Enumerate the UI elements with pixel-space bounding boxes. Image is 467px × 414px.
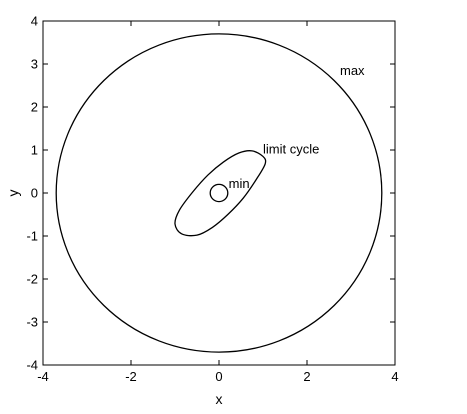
annotation-limit-cycle: limit cycle — [263, 141, 319, 156]
annotations-layer: max limit cycle min — [229, 63, 365, 191]
x-tick-label: 2 — [303, 369, 310, 384]
curves-layer — [55, 33, 383, 353]
ticks-layer: -4 -2 0 2 4 -4 -3 -2 -1 0 1 2 3 4 — [26, 14, 398, 385]
y-tick-label: 2 — [31, 100, 38, 115]
y-tick-label: 4 — [31, 14, 38, 29]
x-tick-label: -2 — [125, 369, 137, 384]
y-tick-label: -4 — [26, 358, 38, 373]
annotation-max: max — [340, 63, 365, 78]
curve-min — [209, 183, 229, 203]
x-axis-label: x — [216, 391, 223, 407]
y-axis-label: y — [5, 190, 21, 197]
curve-limit-cycle — [174, 150, 267, 237]
y-tick-label: 3 — [31, 57, 38, 72]
y-tick-label: -1 — [26, 229, 38, 244]
annotation-min: min — [229, 176, 250, 191]
x-tick-label: 0 — [215, 369, 222, 384]
y-tick-label: 1 — [31, 143, 38, 158]
x-tick-label: 4 — [391, 369, 398, 384]
y-tick-label: 0 — [31, 186, 38, 201]
y-tick-label: -3 — [26, 315, 38, 330]
curve-max — [55, 33, 383, 353]
y-tick-label: -2 — [26, 272, 38, 287]
x-tick-label: -4 — [37, 369, 49, 384]
